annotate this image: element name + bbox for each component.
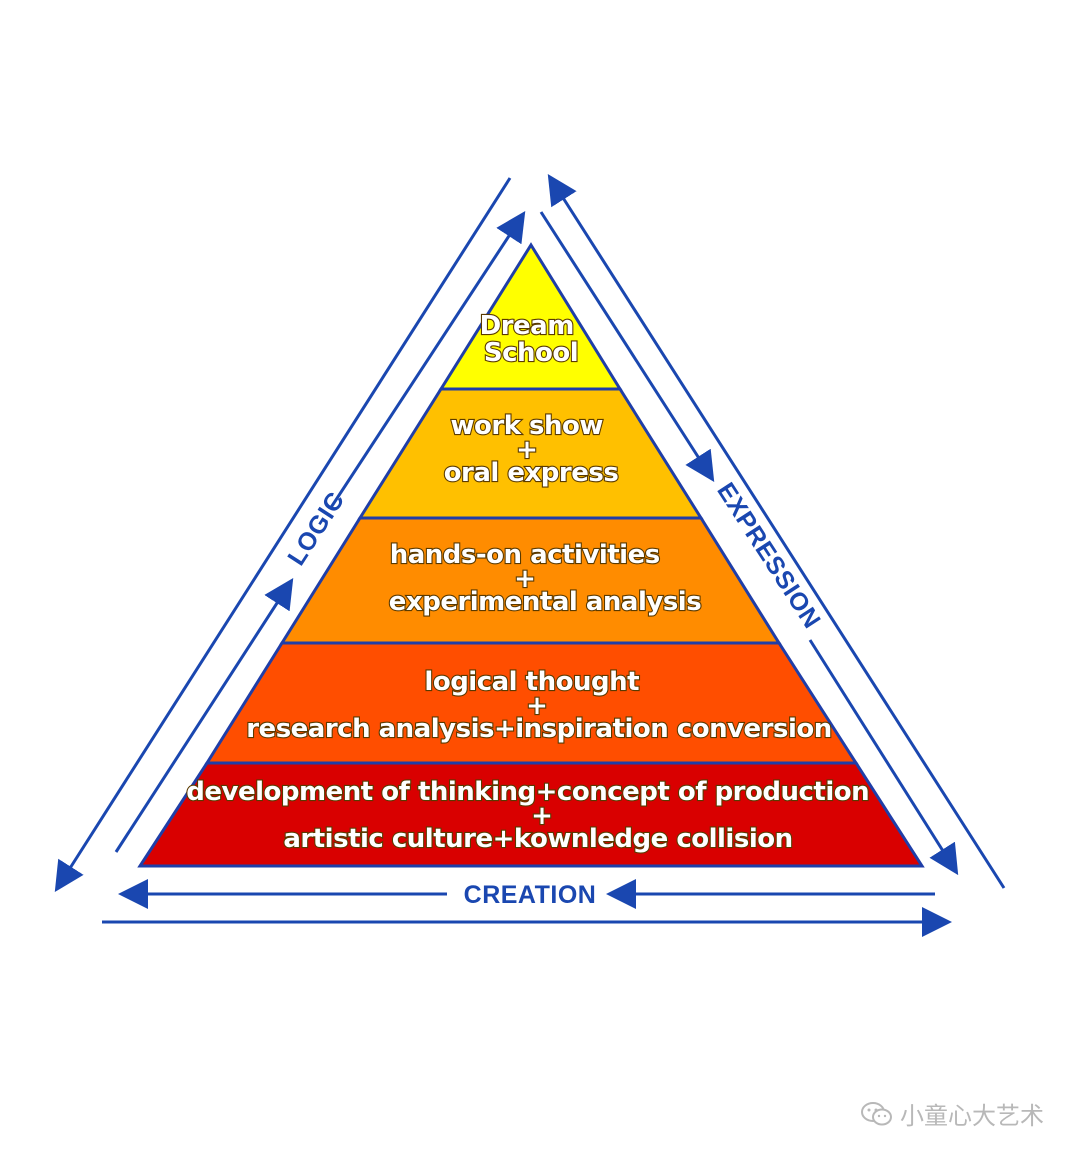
pyramid-tiers	[137, 242, 925, 868]
tier-3-text: hands-on activities + experimental analy…	[389, 540, 701, 617]
tier-5-development	[137, 761, 925, 868]
right-inner-upper-arrow	[539, 211, 715, 483]
right-inner-lower-arrow	[808, 639, 959, 876]
tier-4-text: logical thought + research analysis+insp…	[246, 667, 832, 744]
left-inner-upper-arrow	[328, 210, 526, 510]
tier-2-text: work show + oral express	[444, 411, 619, 488]
tier-2-line-1: work show	[451, 411, 604, 441]
tier-3-line-1: hands-on activities	[390, 540, 660, 570]
tier-1-text: Dream School	[480, 311, 583, 368]
watermark-text: 小童心大艺术	[900, 1102, 1044, 1130]
tier-5-line-3: artistic culture+kownledge collision	[283, 824, 792, 854]
tier-3-line-3: experimental analysis	[389, 587, 701, 617]
tier-5-line-2: +	[531, 801, 552, 831]
tier-1-line-2: School	[484, 338, 578, 368]
right-outer-arrow	[547, 173, 1006, 889]
tier-4-line-3: research analysis+inspiration conversion	[246, 714, 832, 744]
tier-3-line-2: +	[514, 564, 535, 594]
watermark: 小童心大艺术	[860, 1096, 1044, 1131]
tier-4-line-2: +	[526, 691, 547, 721]
wechat-icon	[861, 1101, 892, 1125]
tier-1-line-1: Dream	[480, 311, 574, 341]
tier-2-line-2: +	[516, 435, 537, 465]
creation-label: CREATION	[464, 881, 597, 909]
left-outer-arrow	[54, 177, 512, 893]
tier-5-text: development of thinking+concept of produ…	[186, 777, 877, 854]
tier-4-line-1: logical thought	[424, 667, 639, 697]
left-inner-lower-arrow	[114, 577, 294, 853]
tier-2-line-3: oral express	[444, 458, 619, 488]
tier-5-line-1: development of thinking+concept of produ…	[186, 777, 869, 807]
tier-texts: Dream School work show + oral express ha…	[185, 310, 877, 855]
cycle-arrows	[54, 173, 1006, 937]
